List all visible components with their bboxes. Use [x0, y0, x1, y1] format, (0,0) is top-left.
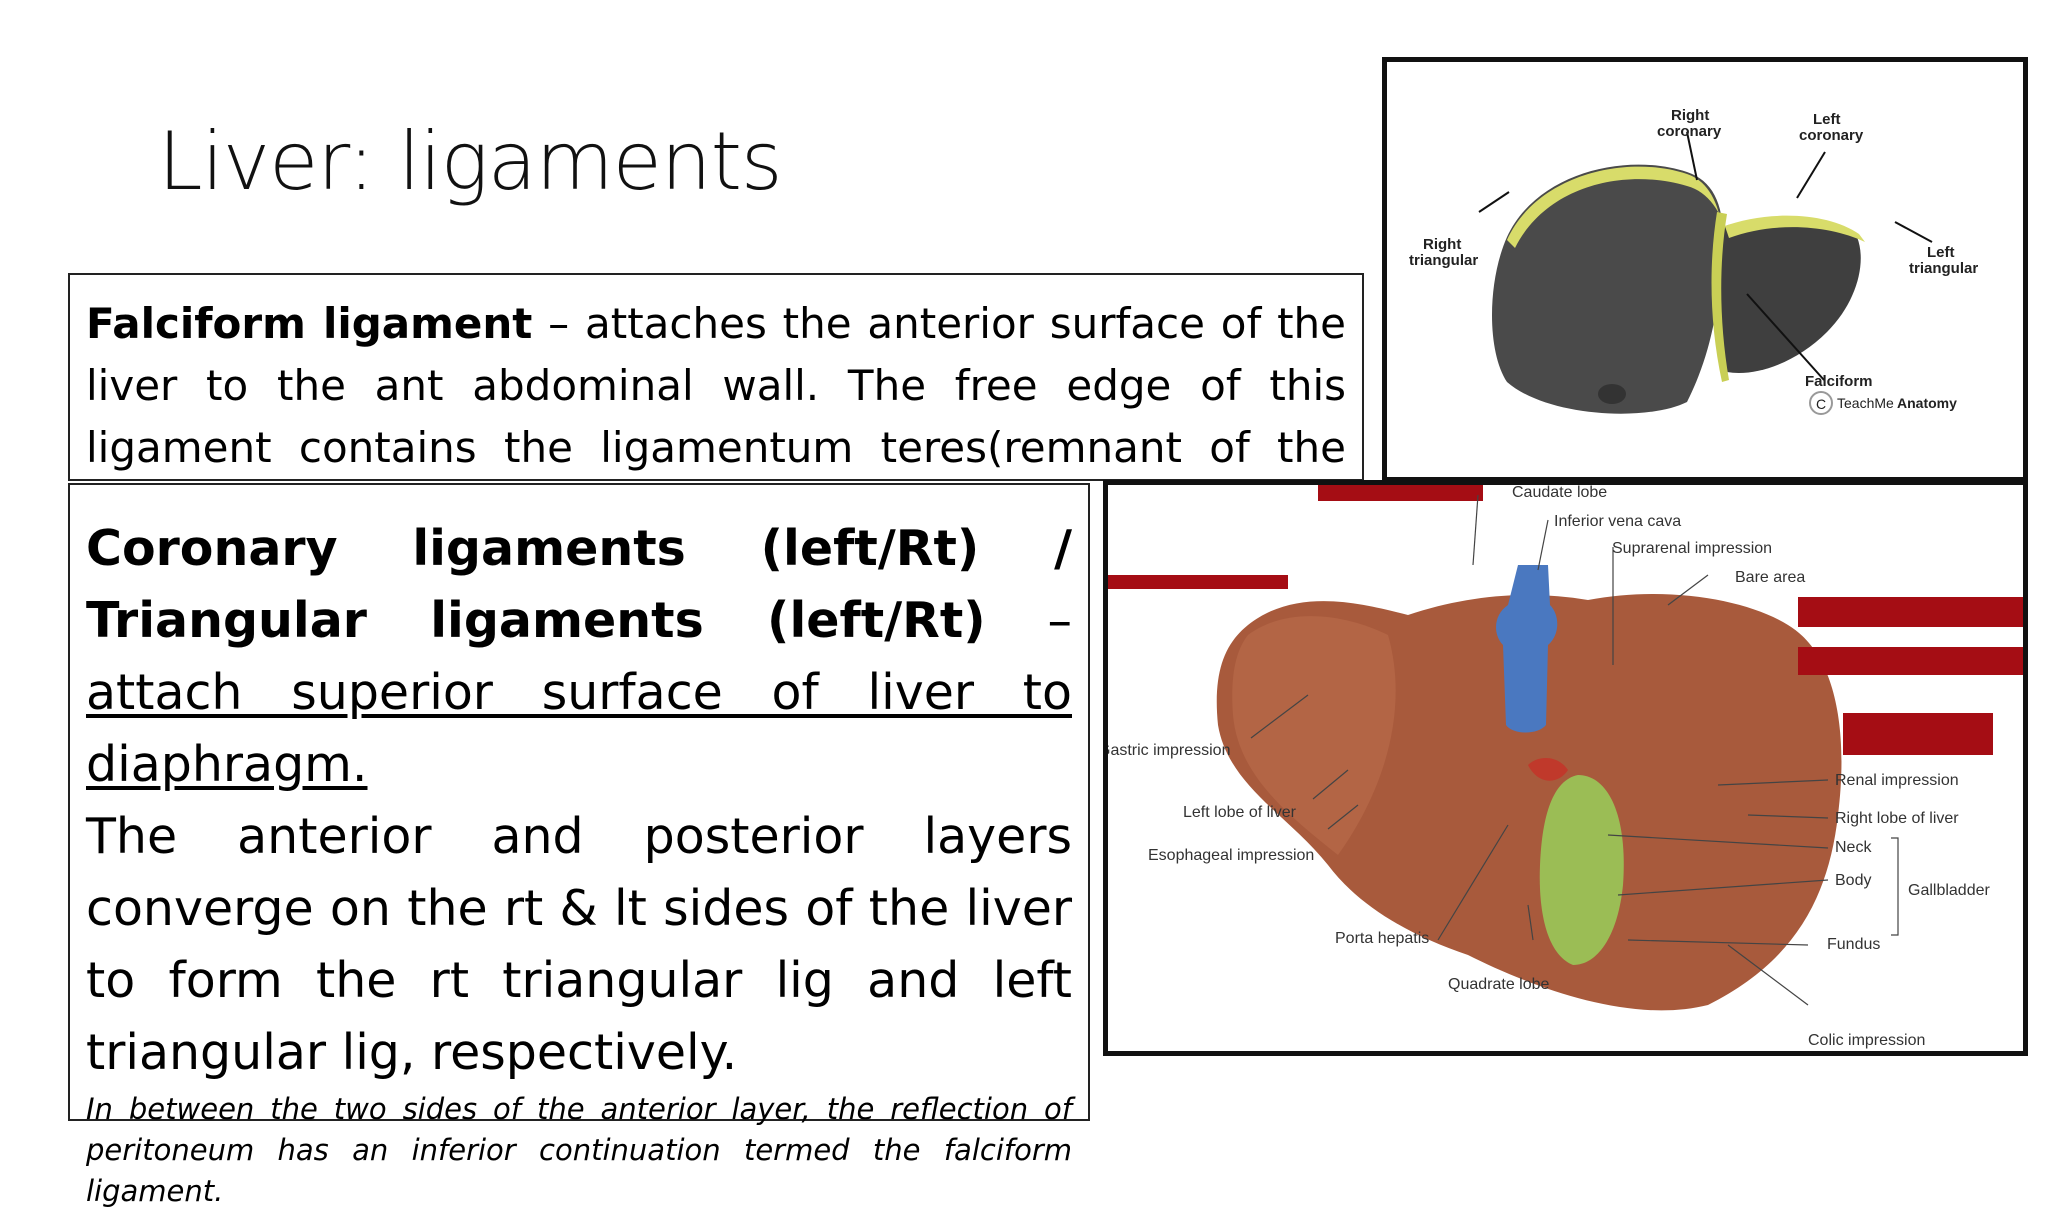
label-renal-impression: Renal impression [1835, 772, 1959, 789]
label-left-coronary-2: coronary [1799, 127, 1864, 144]
redaction-bar-2 [1108, 575, 1288, 589]
liver-ligaments-diagram: Right coronary Left coronary Right trian… [1409, 107, 1978, 415]
slide-title: Liver: ligaments [158, 115, 783, 208]
copyright-letter: C [1816, 396, 1826, 412]
label-gallbladder: Gallbladder [1908, 882, 1991, 899]
coronary-ligament-shape [1507, 166, 1865, 248]
coronary-main-text: Coronary ligaments (left/Rt) / Triangula… [86, 513, 1072, 801]
redaction-bar-1 [1318, 485, 1483, 501]
label-falciform: Falciform [1805, 373, 1873, 390]
watermark-teachme: TeachMe [1837, 395, 1894, 411]
label-colic-impression: Colic impression [1808, 1032, 1925, 1049]
falciform-ligament-box: Falciform ligament – attaches the anteri… [68, 273, 1364, 534]
label-right-lobe: Right lobe of liver [1835, 810, 1959, 827]
label-right-triangular-1: Right [1423, 236, 1461, 253]
falciform-term: Falciform ligament [86, 299, 533, 348]
label-caudate-lobe: Caudate lobe [1512, 485, 1607, 501]
gallbladder-bracket [1891, 837, 1899, 936]
label-suprarenal-impression: Suprarenal impression [1612, 540, 1772, 557]
label-neck: Neck [1835, 839, 1872, 856]
label-body: Body [1835, 872, 1871, 889]
label-left-lobe: Left lobe of liver [1183, 804, 1297, 821]
falciform-ligament-shape [1711, 212, 1729, 382]
liver-visceral-surface-figure: Caudate lobe Inferior vena cava Supraren… [1103, 480, 2028, 1056]
label-left-triangular-1: Left [1927, 244, 1955, 261]
redaction-bar-3 [1798, 597, 2023, 627]
redaction-bar-5 [1843, 713, 1993, 755]
label-bare-area: Bare area [1735, 569, 1805, 586]
label-fundus: Fundus [1827, 936, 1880, 953]
gallbladder-tip-shape [1598, 384, 1626, 404]
coronary-term: Coronary ligaments (left/Rt) / Triangula… [86, 520, 1072, 649]
liver-left-lobe-shape [1718, 218, 1861, 373]
redaction-bar-4 [1798, 647, 2023, 675]
ivc-shape [1496, 565, 1558, 733]
label-right-triangular-2: triangular [1409, 252, 1478, 269]
liver-left-lobe-highlight [1232, 616, 1396, 855]
label-quadrate-lobe: Quadrate lobe [1448, 976, 1550, 993]
coronary-paragraph: The anterior and posterior layers conver… [86, 808, 1072, 1081]
label-right-coronary-2: coronary [1657, 123, 1722, 140]
coronary-dash: – [985, 592, 1072, 649]
liver-right-lobe-shape [1492, 164, 1724, 414]
coronary-underlined: attach superior surface of liver to diap… [86, 664, 1072, 793]
label-gastric-impression: Gastric impression [1108, 742, 1230, 759]
liver-visceral-diagram: Caudate lobe Inferior vena cava Supraren… [1108, 485, 2023, 1049]
label-left-triangular-2: triangular [1909, 260, 1978, 277]
watermark-anatomy: Anatomy [1897, 395, 1957, 411]
gallbladder-shape [1539, 775, 1624, 965]
label-esophageal-impression: Esophageal impression [1148, 847, 1314, 864]
liver-ligaments-figure: Right coronary Left coronary Right trian… [1382, 57, 2028, 482]
porta-hepatis-shape [1528, 758, 1568, 781]
label-left-coronary-1: Left [1813, 111, 1841, 128]
coronary-note: In between the two sides of the anterior… [86, 1092, 1072, 1208]
copyright-icon [1809, 391, 1833, 415]
label-inferior-vena-cava: Inferior vena cava [1554, 513, 1681, 530]
label-porta-hepatis: Porta hepatis [1335, 930, 1429, 947]
coronary-ligament-box: Coronary ligaments (left/Rt) / Triangula… [68, 483, 1090, 1208]
label-right-coronary-1: Right [1671, 107, 1709, 124]
